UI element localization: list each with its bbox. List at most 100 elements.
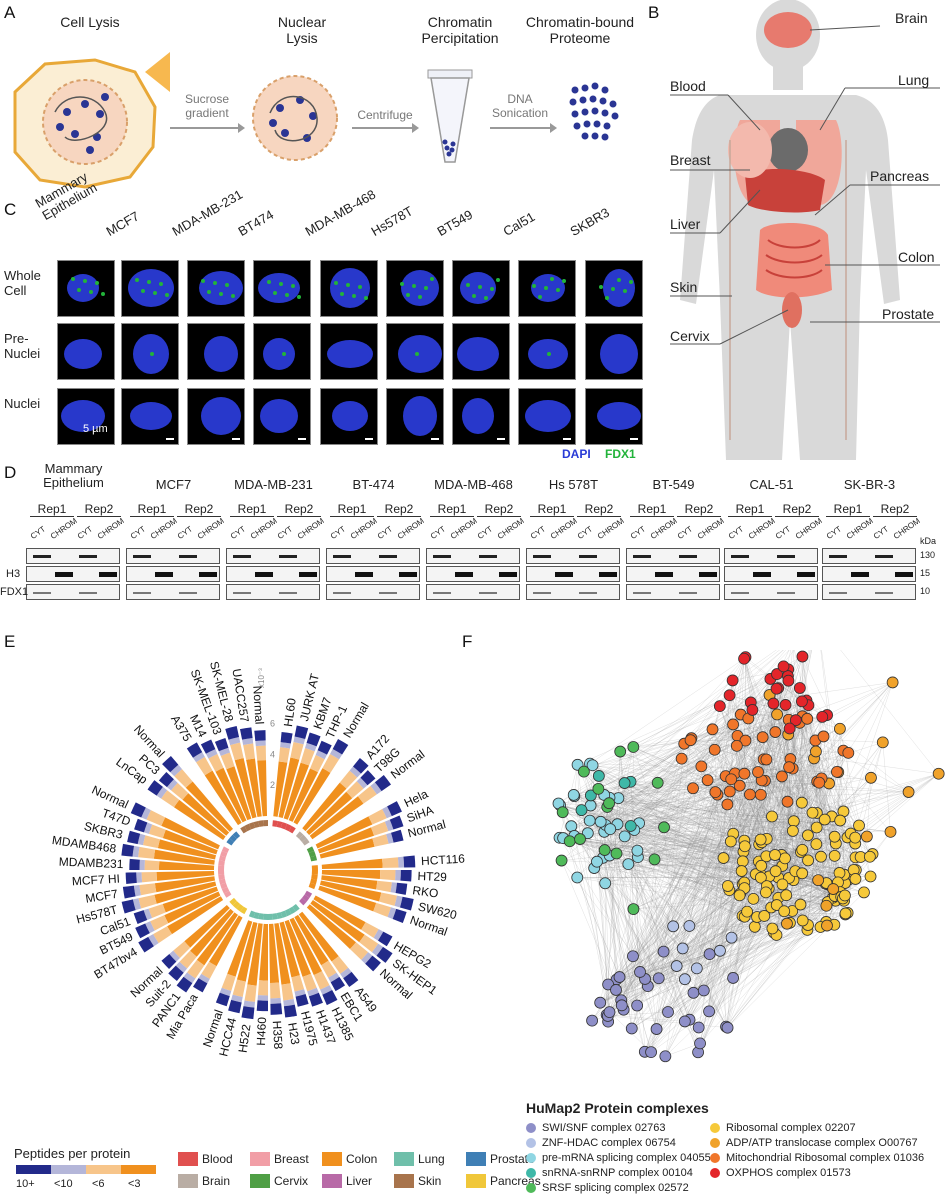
blot-kda-1: 15 (920, 568, 931, 578)
bar-segment-38-3 (122, 885, 136, 899)
micrograph-cell-1-0 (64, 339, 102, 369)
network-node-299 (796, 650, 809, 663)
bar-segment-40-0 (158, 861, 215, 870)
bar-segment-44-2 (141, 807, 151, 820)
blot-rep-6-0: Rep1 (630, 502, 674, 517)
blot-fraction-0-0-0: CYT (28, 524, 48, 541)
bar-segment-30-2 (198, 973, 210, 984)
bar-segment-5-0 (302, 782, 347, 832)
organ-label-cervix: Cervix (670, 328, 710, 344)
micrograph-cell-1-1 (133, 334, 169, 374)
blot-fraction-6-1-1: CHROM (695, 516, 726, 541)
network-node-93 (614, 745, 627, 758)
tissue-ring-41 (218, 860, 225, 866)
micrograph-1-4 (320, 323, 378, 380)
network-node-258 (708, 743, 721, 756)
blot-strip-1-0 (126, 548, 220, 564)
blot-fraction-1-1-1: CHROM (195, 516, 226, 541)
network-node-81 (624, 820, 637, 832)
blot-kda-0: 130 (920, 550, 936, 560)
blot-rep-6-1: Rep2 (677, 502, 721, 517)
bar-segment-43-1 (148, 824, 166, 839)
tissue-ring-45 (226, 838, 234, 846)
bar-segment-18-2 (361, 952, 373, 964)
panel-label-c: C (4, 200, 17, 219)
bar-segment-34-3 (138, 936, 154, 953)
tissue-ring-52 (258, 820, 264, 827)
bar-segment-7-0 (309, 796, 364, 840)
network-node-11 (727, 972, 739, 984)
bar-segment-24-2 (283, 999, 295, 1007)
micrograph-2-7 (518, 388, 576, 445)
blot-fraction-7-1-0: CYT (773, 524, 793, 541)
network-node-143 (736, 855, 749, 868)
bar-segment-29-3 (215, 992, 230, 1007)
network-node-286 (684, 734, 697, 747)
network-node-305 (789, 714, 802, 727)
sample-label-12: HT29 (417, 869, 447, 884)
network-node-29 (627, 950, 639, 963)
organ-label-skin: Skin (670, 279, 698, 295)
column-label-3: BT474 (235, 206, 277, 239)
bar-segment-3-0 (288, 768, 319, 822)
peptides-legend: Peptides per protein 10+<10<6<3 (8, 1146, 178, 1200)
bar-segment-49-0 (215, 767, 247, 823)
arrow-2 (352, 123, 419, 133)
bar-segment-50-3 (214, 738, 229, 752)
bar-segment-21-1 (313, 971, 330, 990)
blot-strip-0-2 (26, 584, 120, 600)
network-node-20 (625, 1022, 638, 1035)
network-node-34 (650, 1023, 663, 1035)
network-node-209 (796, 843, 809, 856)
blot-strip-7-0 (724, 548, 818, 564)
network-node-0 (594, 996, 607, 1009)
complex-label-5: Ribosomal complex 02207 (726, 1122, 856, 1134)
bar-segment-22-0 (284, 919, 311, 977)
bar-segment-7-2 (370, 782, 382, 795)
network-node-44 (678, 973, 691, 986)
bar-segment-49-1 (208, 754, 224, 772)
network-node-22 (659, 1050, 672, 1063)
network-node-154 (818, 813, 831, 826)
network-node-24 (613, 971, 626, 983)
bar-segment-47-0 (185, 781, 233, 832)
bar-segment-41-1 (138, 846, 156, 859)
complex-swatch-4 (526, 1183, 536, 1193)
panel-label-e: E (4, 632, 16, 651)
bar-segment-21-0 (289, 917, 323, 976)
organ-label-lung: Lung (898, 72, 930, 88)
bar-segment-3-1 (310, 755, 325, 773)
sample-label-26: H460 (254, 1016, 269, 1046)
bar-segment-43-2 (143, 822, 153, 834)
sample-label-39: MCF7 HI (72, 872, 121, 889)
organ-label-pancreas: Pancreas (870, 168, 930, 184)
tissue-label-6: Cervix (274, 1174, 309, 1188)
bar-segment-29-1 (221, 973, 236, 992)
tissue-ring-42 (218, 855, 226, 862)
bar-segment-11-2 (397, 856, 405, 868)
network-node-115 (858, 886, 870, 899)
bar-segment-30-1 (201, 961, 217, 979)
blot-fraction-2-0-0: CYT (228, 524, 248, 541)
blot-bands-2-1 (255, 572, 317, 577)
bar-segment-52-1 (243, 743, 255, 760)
tissue-label-5: Brain (202, 1174, 231, 1188)
blot-fraction-7-1-1: CHROM (793, 516, 824, 541)
tissue-ring-1 (276, 820, 283, 828)
bar-segment-20-1 (321, 960, 337, 978)
blot-bands-6-1 (655, 572, 717, 577)
network-node-128 (810, 821, 823, 834)
network-node-153 (748, 920, 761, 933)
micrograph-cell-2-8 (597, 402, 641, 440)
bar-segment-8-1 (368, 808, 387, 825)
tissue-ring-2 (280, 822, 288, 830)
tissue-legend-item-5: Brain (178, 1172, 230, 1190)
row-label-1: Pre-Nuclei (4, 331, 41, 361)
tissue-legend-item-0: Blood (178, 1150, 233, 1168)
blot-strip-5-0 (526, 548, 620, 564)
tissue-label-0: Blood (202, 1152, 233, 1166)
network-node-42 (690, 962, 703, 975)
bar-segment-9-0 (317, 827, 375, 854)
network-node-117 (815, 850, 827, 863)
bar-segment-2-3 (306, 732, 321, 747)
